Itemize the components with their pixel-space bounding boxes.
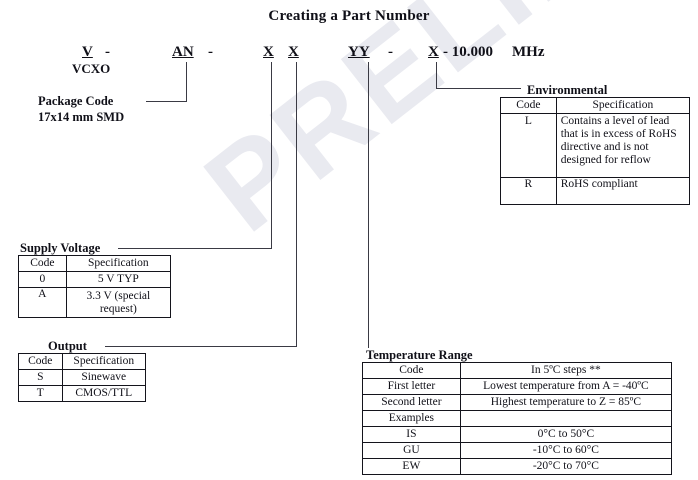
pn-frequency-value: - 10.000 (443, 44, 493, 60)
leader-supply-vertical (271, 62, 272, 249)
pn-segment-x-output: X (288, 44, 299, 60)
temp-code-is: IS (362, 426, 461, 443)
temp-code-ew: EW (362, 458, 461, 475)
environmental-code-r: R (500, 177, 557, 205)
table-row: First letter Lowest temperature from A =… (362, 378, 673, 395)
leader-supply-horizontal (118, 248, 272, 249)
output-spec-t: CMOS/TTL (61, 385, 147, 402)
table-header-row: Code Specification (18, 353, 147, 370)
leader-an-horizontal (146, 101, 187, 102)
pn-separator-1: - (105, 44, 110, 60)
supply-spec-0: 5 V TYP (65, 271, 172, 288)
pn-segment-v: V (82, 44, 93, 60)
table-header-row: Code Specification (18, 255, 172, 272)
leader-an-vertical (186, 62, 187, 102)
leader-environmental-vertical (436, 62, 437, 89)
pn-separator-2: - (208, 44, 213, 60)
temp-code-second-letter: Second letter (362, 394, 461, 411)
temp-header-code: Code (362, 362, 461, 379)
leader-output-vertical (296, 62, 297, 347)
table-row: A 3.3 V (special request) (18, 287, 172, 318)
temp-code-examples: Examples (362, 410, 461, 427)
supply-voltage-caption: Supply Voltage (20, 241, 101, 255)
table-header-row: Code Specification (500, 97, 691, 114)
table-row: T CMOS/TTL (18, 385, 147, 402)
output-code-s: S (18, 369, 63, 386)
table-row: 0 5 V TYP (18, 271, 172, 288)
output-caption: Output (48, 339, 87, 353)
temp-code-first-letter: First letter (362, 378, 461, 395)
leader-temperature-vertical (368, 62, 369, 348)
environmental-header-spec: Specification (555, 97, 691, 114)
environmental-table: Code Specification L Contains a level of… (500, 97, 691, 205)
environmental-code-l: L (500, 113, 557, 178)
temp-spec-is: 0°C to 50°C (459, 426, 673, 443)
pn-segment-an: AN (172, 44, 194, 60)
table-row: R RoHS compliant (500, 177, 691, 205)
temperature-range-table: Code In 5ºC steps ** First letter Lowest… (362, 362, 673, 475)
pn-sublabel-vcxo: VCXO (72, 61, 111, 76)
environmental-spec-r: RoHS compliant (555, 177, 691, 205)
output-table: Code Specification S Sinewave T CMOS/TTL (18, 353, 147, 402)
temp-header-steps: In 5ºC steps ** (459, 362, 673, 379)
pn-frequency-unit: MHz (512, 44, 545, 60)
supply-header-code: Code (18, 255, 67, 272)
table-row: EW -20°C to 70°C (362, 458, 673, 475)
supply-spec-a: 3.3 V (special request) (65, 287, 172, 318)
table-row: IS 0°C to 50°C (362, 426, 673, 443)
table-row: Examples (362, 410, 673, 427)
leader-output-horizontal (105, 346, 297, 347)
environmental-header-code: Code (500, 97, 557, 114)
temperature-range-caption: Temperature Range (366, 348, 473, 362)
output-spec-s: Sinewave (61, 369, 147, 386)
supply-voltage-table: Code Specification 0 5 V TYP A 3.3 V (sp… (18, 255, 172, 318)
supply-code-0: 0 (18, 271, 67, 288)
leader-environmental-horizontal (436, 88, 521, 89)
table-row: GU -10°C to 60°C (362, 442, 673, 459)
temp-spec-first-letter: Lowest temperature from A = -40ºC (459, 378, 673, 395)
temp-code-gu: GU (362, 442, 461, 459)
pn-segment-x-supply: X (263, 44, 274, 60)
temp-spec-examples (459, 410, 673, 427)
table-row: S Sinewave (18, 369, 147, 386)
pn-segment-x-environmental: X (428, 44, 439, 60)
package-code-label: Package Code (38, 94, 114, 108)
output-code-t: T (18, 385, 63, 402)
supply-header-spec: Specification (65, 255, 172, 272)
environmental-spec-l: Contains a level of lead that is in exce… (555, 113, 691, 178)
temp-spec-second-letter: Highest temperature to Z = 85ºC (459, 394, 673, 411)
pn-segment-yy-temp: YY (348, 44, 370, 60)
output-header-code: Code (18, 353, 63, 370)
table-header-row: Code In 5ºC steps ** (362, 362, 673, 379)
temp-spec-ew: -20°C to 70°C (459, 458, 673, 475)
table-row: Second letter Highest temperature to Z =… (362, 394, 673, 411)
table-row: L Contains a level of lead that is in ex… (500, 113, 691, 178)
page-title: Creating a Part Number (268, 8, 430, 24)
pn-separator-3: - (388, 44, 393, 60)
package-code-value: 17x14 mm SMD (38, 110, 125, 124)
output-header-spec: Specification (61, 353, 147, 370)
supply-code-a: A (18, 287, 67, 318)
environmental-caption: Environmental (527, 83, 608, 97)
temp-spec-gu: -10°C to 60°C (459, 442, 673, 459)
